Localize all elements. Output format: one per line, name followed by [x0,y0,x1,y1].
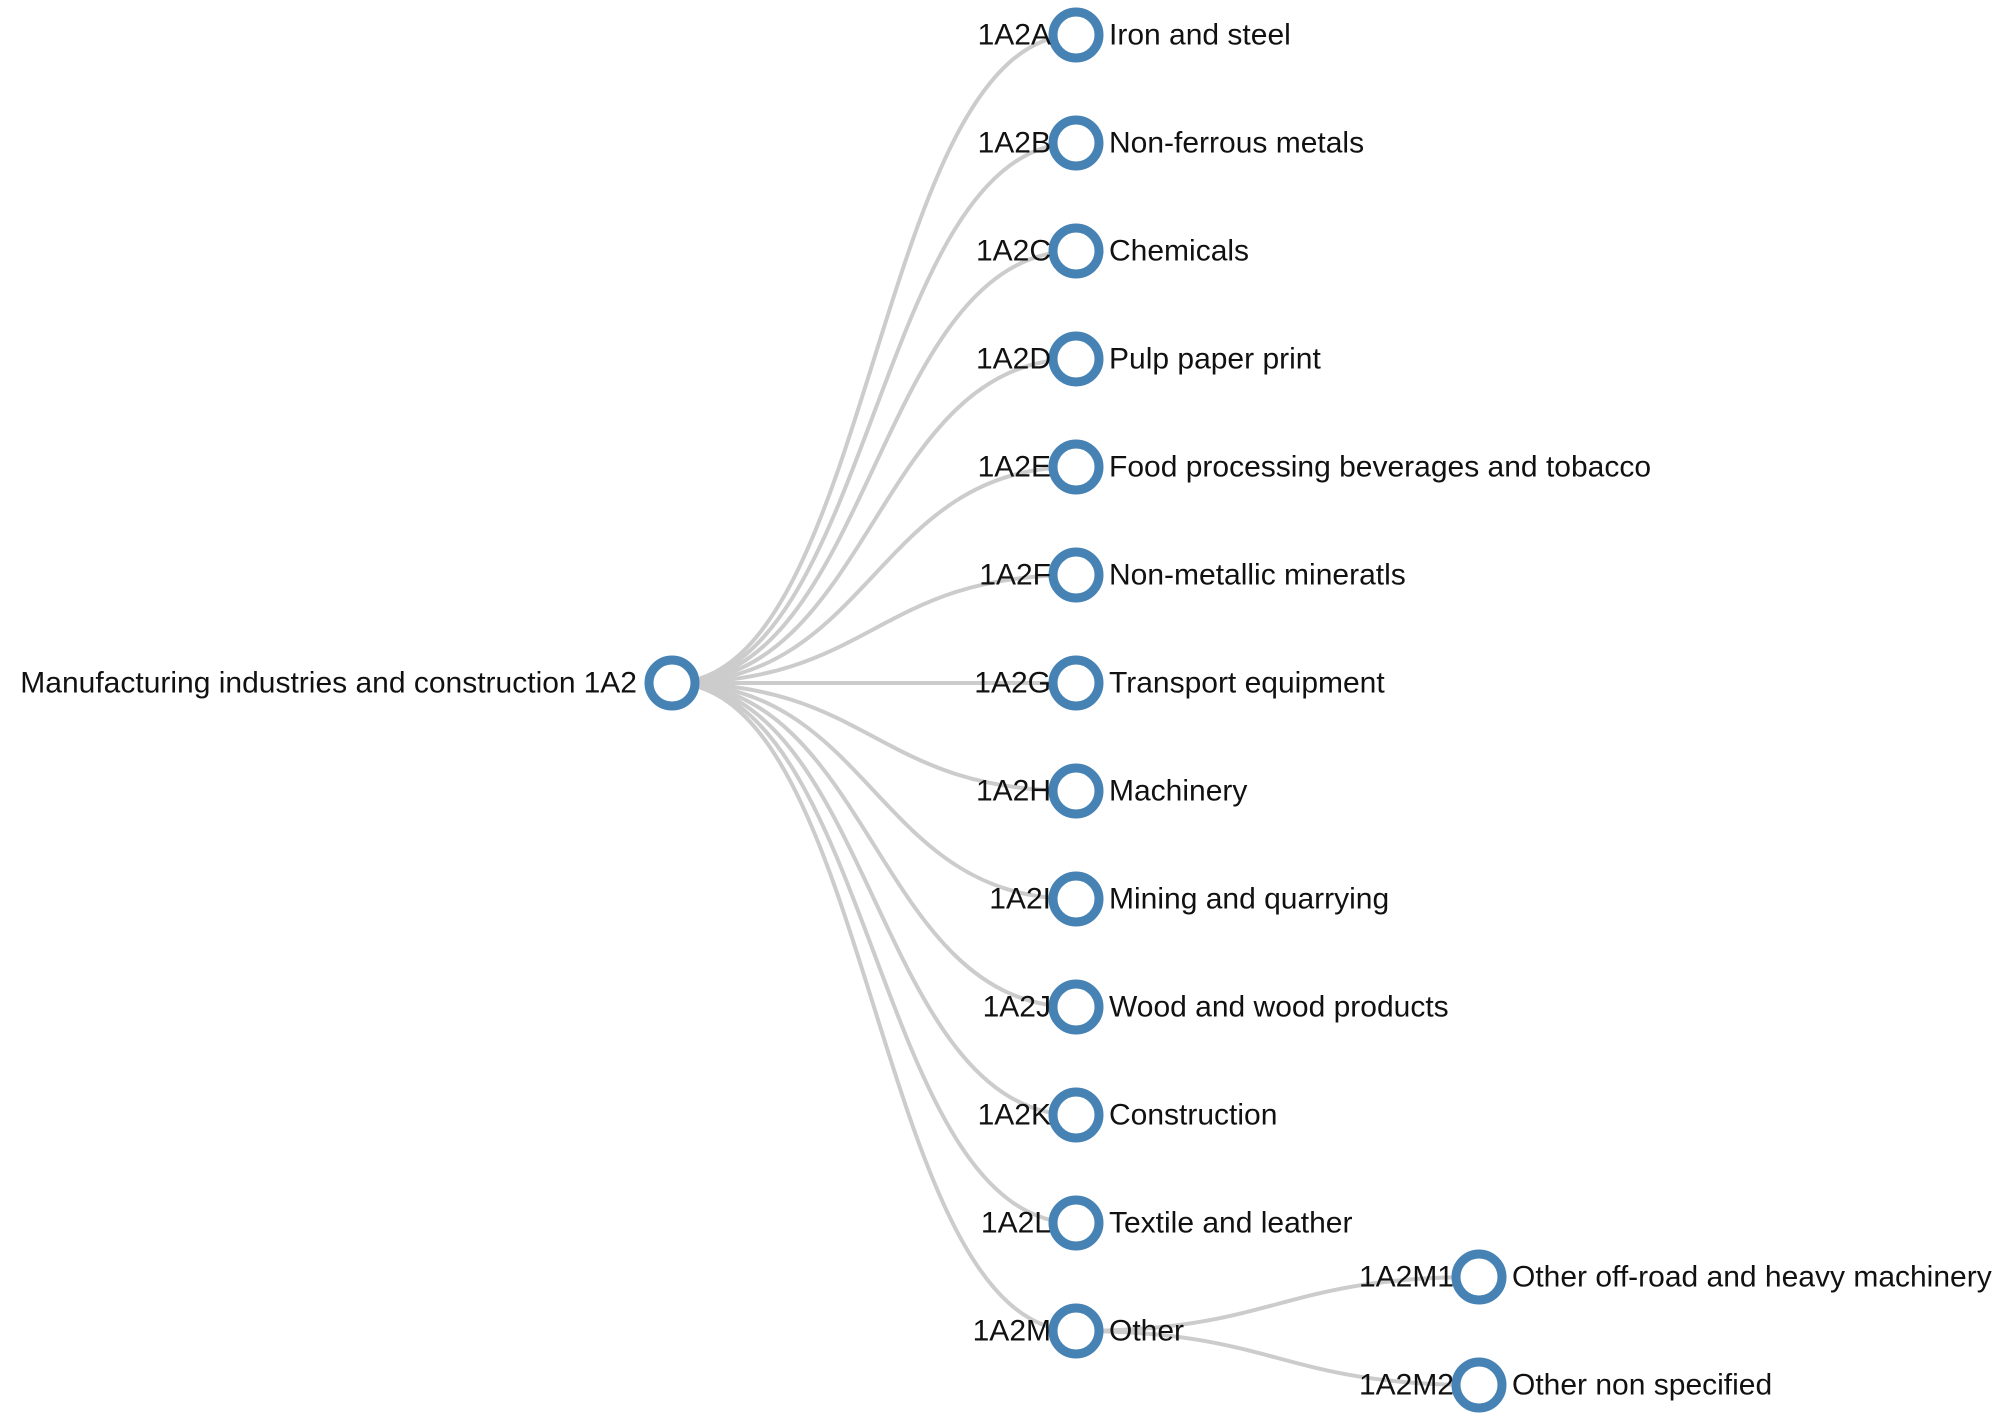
node-1A2A[interactable]: 1A2A Iron and steel [978,7,1291,63]
node-code-label: 1A2A [978,19,1051,52]
node-circle-1A2M2[interactable] [1451,1357,1507,1413]
link-1A2-1A2H [671,681,1077,793]
node-code-label: 1A2M2 [1359,1369,1454,1402]
node-code-label: 1A2D [976,343,1051,376]
node-name-label: Food processing beverages and tobacco [1109,451,1651,484]
node-code-label: 1A2 [584,667,637,700]
link-1A2-1A2C [671,249,1077,685]
node-1A2M[interactable]: 1A2M Other [973,1303,1184,1359]
link-1A2-1A2I [671,681,1077,901]
node-name-label: Other [1109,1315,1184,1348]
node-code-label: 1A2B [978,127,1051,160]
link-1A2-1A2B [671,141,1077,685]
node-circle-1A2A[interactable] [1048,7,1104,63]
node-1A2E[interactable]: 1A2E Food processing beverages and tobacc… [978,439,1651,495]
link-1A2-1A2K [671,681,1077,1117]
node-circle-1A2C[interactable] [1048,223,1104,279]
node-1A2[interactable]: 1A2 Manufacturing industries and construc… [20,655,700,711]
node-code-label: 1A2G [974,667,1051,700]
node-code-label: 1A2E [978,451,1051,484]
node-1A2I[interactable]: 1A2I Mining and quarrying [989,871,1389,927]
node-name-label: Transport equipment [1109,667,1385,700]
node-name-label: Chemicals [1109,235,1249,268]
node-1A2H[interactable]: 1A2H Machinery [976,763,1247,819]
node-1A2M1[interactable]: 1A2M1 Other off-road and heavy machinery [1359,1249,1992,1305]
node-1A2G[interactable]: 1A2G Transport equipment [974,655,1385,711]
link-1A2-1A2E [671,465,1077,685]
node-code-label: 1A2H [976,775,1051,808]
node-name-label: Mining and quarrying [1109,883,1389,916]
node-circle-1A2L[interactable] [1048,1195,1104,1251]
nodes-layer: 1A2 Manufacturing industries and construc… [20,7,1992,1413]
node-code-label: 1A2M [973,1315,1051,1348]
node-1A2C[interactable]: 1A2C Chemicals [976,223,1249,279]
node-1A2D[interactable]: 1A2D Pulp paper print [976,331,1322,387]
node-name-label: Manufacturing industries and constructio… [20,667,575,700]
node-name-label: Iron and steel [1109,19,1291,52]
node-code-label: 1A2L [981,1207,1051,1240]
node-code-label: 1A2K [978,1099,1051,1132]
node-circle-1A2D[interactable] [1048,331,1104,387]
links-layer [671,33,1480,1387]
node-name-label: Other off-road and heavy machinery [1512,1261,1992,1294]
node-1A2M2[interactable]: 1A2M2 Other non specified [1359,1357,1772,1413]
node-circle-1A2M1[interactable] [1451,1249,1507,1305]
link-1A2M-1A2M1 [1075,1275,1480,1333]
node-1A2F[interactable]: 1A2F Non-metallic mineratls [979,547,1406,603]
node-name-label: Machinery [1109,775,1247,808]
node-code-label: 1A2C [976,235,1051,268]
node-code-label: 1A2J [983,991,1051,1024]
node-name-label: Textile and leather [1109,1207,1353,1240]
link-1A2-1A2D [671,357,1077,685]
node-circle-1A2B[interactable] [1048,115,1104,171]
node-name-label: Construction [1109,1099,1277,1132]
node-code-label: 1A2F [979,559,1051,592]
node-circle-1A2I[interactable] [1048,871,1104,927]
link-1A2M-1A2M2 [1075,1329,1480,1387]
node-1A2B[interactable]: 1A2B Non-ferrous metals [978,115,1364,171]
node-1A2J[interactable]: 1A2J Wood and wood products [983,979,1449,1035]
node-name-label: Non-metallic mineratls [1109,559,1406,592]
link-1A2-1A2F [671,573,1077,685]
node-code-label: 1A2M1 [1359,1261,1454,1294]
node-circle-1A2G[interactable] [1048,655,1104,711]
node-name-label: Wood and wood products [1109,991,1449,1024]
node-circle-1A2J[interactable] [1048,979,1104,1035]
link-1A2-1A2M [671,681,1077,1333]
node-name-label: Pulp paper print [1109,343,1321,376]
link-1A2-1A2A [671,33,1077,685]
node-circle-1A2F[interactable] [1048,547,1104,603]
node-circle-1A2E[interactable] [1048,439,1104,495]
link-1A2-1A2J [671,681,1077,1009]
node-1A2K[interactable]: 1A2K Construction [978,1087,1278,1143]
node-1A2L[interactable]: 1A2L Textile and leather [981,1195,1353,1251]
node-circle-1A2M[interactable] [1048,1303,1104,1359]
node-code-label: 1A2I [989,883,1051,916]
node-circle-1A2H[interactable] [1048,763,1104,819]
link-1A2-1A2L [671,681,1077,1225]
node-name-label: Non-ferrous metals [1109,127,1364,160]
node-circle-1A2[interactable] [644,655,700,711]
node-circle-1A2K[interactable] [1048,1087,1104,1143]
node-name-label: Other non specified [1512,1369,1772,1402]
